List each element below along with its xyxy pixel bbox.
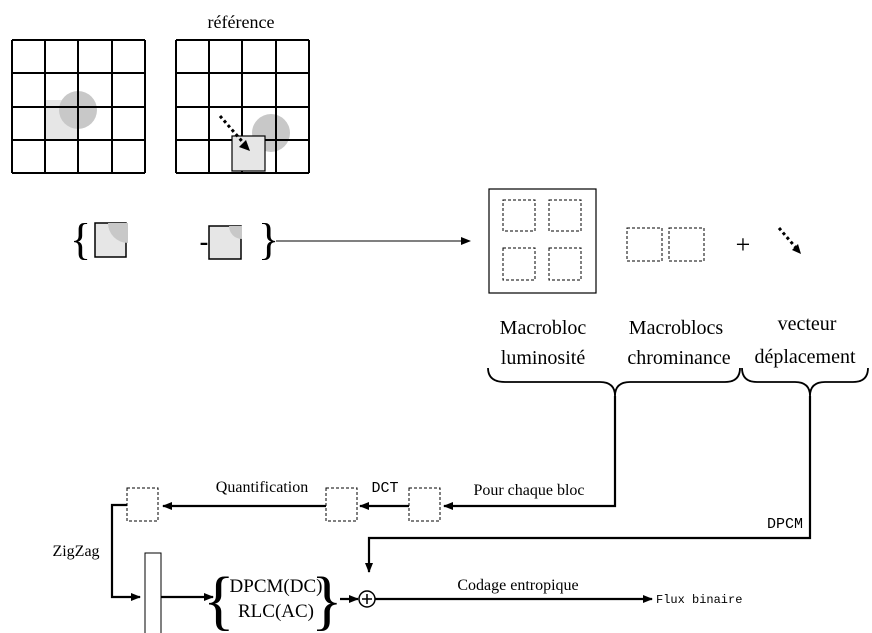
brace-vector: [741, 367, 869, 397]
difference-expression: { - }: [70, 215, 279, 264]
reference-label: référence: [208, 12, 275, 32]
current-frame-grid: [11, 39, 146, 174]
coding-left-brace: {: [203, 564, 235, 633]
luminance-macroblock: [488, 188, 597, 294]
arrow-dpcm: [365, 396, 812, 573]
coding-right-brace: }: [311, 564, 343, 633]
plus-sign: +: [736, 230, 751, 259]
motion-vector-arrow: [218, 115, 249, 148]
arrow-pour-chaque-bloc: [443, 396, 617, 510]
label-dpcm-dc: DPCM(DC): [230, 576, 323, 597]
block-input: [408, 487, 441, 522]
label-macrobloc: Macrobloc: [500, 317, 587, 339]
brace-luma-chroma: [487, 367, 741, 397]
label-dpcm: DPCM: [767, 516, 803, 533]
label-quantification: Quantification: [216, 479, 308, 496]
label-rlc-ac: RLC(AC): [238, 601, 314, 622]
label-macroblocs: Macroblocs: [629, 317, 724, 339]
label-dct: DCT: [371, 480, 398, 497]
diff-block-current: [94, 222, 128, 258]
reference-frame-grid: [175, 39, 310, 174]
arrow-zigzag: [110, 503, 141, 601]
label-pour-chaque-bloc: Pour chaque bloc: [473, 482, 584, 499]
zigzag-vector: [144, 552, 162, 633]
label-luminosite: luminosité: [501, 347, 586, 369]
left-brace: {: [70, 215, 91, 264]
diff-block-reference: [208, 225, 242, 260]
label-vecteur: vecteur: [778, 313, 837, 335]
label-codage-entropique: Codage entropique: [457, 577, 578, 594]
block-dct: [325, 487, 358, 522]
small-motion-vector-head: [792, 244, 801, 254]
chrominance-macroblocks: [626, 227, 705, 262]
label-flux-binaire: Flux binaire: [656, 593, 742, 607]
minus-sign: -: [200, 227, 209, 256]
label-deplacement: déplacement: [754, 346, 855, 368]
label-chrominance: chrominance: [627, 347, 730, 369]
reference-block: [231, 135, 266, 172]
block-quantized: [126, 487, 159, 522]
right-brace: }: [258, 215, 279, 264]
label-zigzag: ZigZag: [52, 543, 99, 560]
motion-vector-arrowhead: [239, 140, 250, 151]
small-motion-vector: [777, 227, 799, 250]
